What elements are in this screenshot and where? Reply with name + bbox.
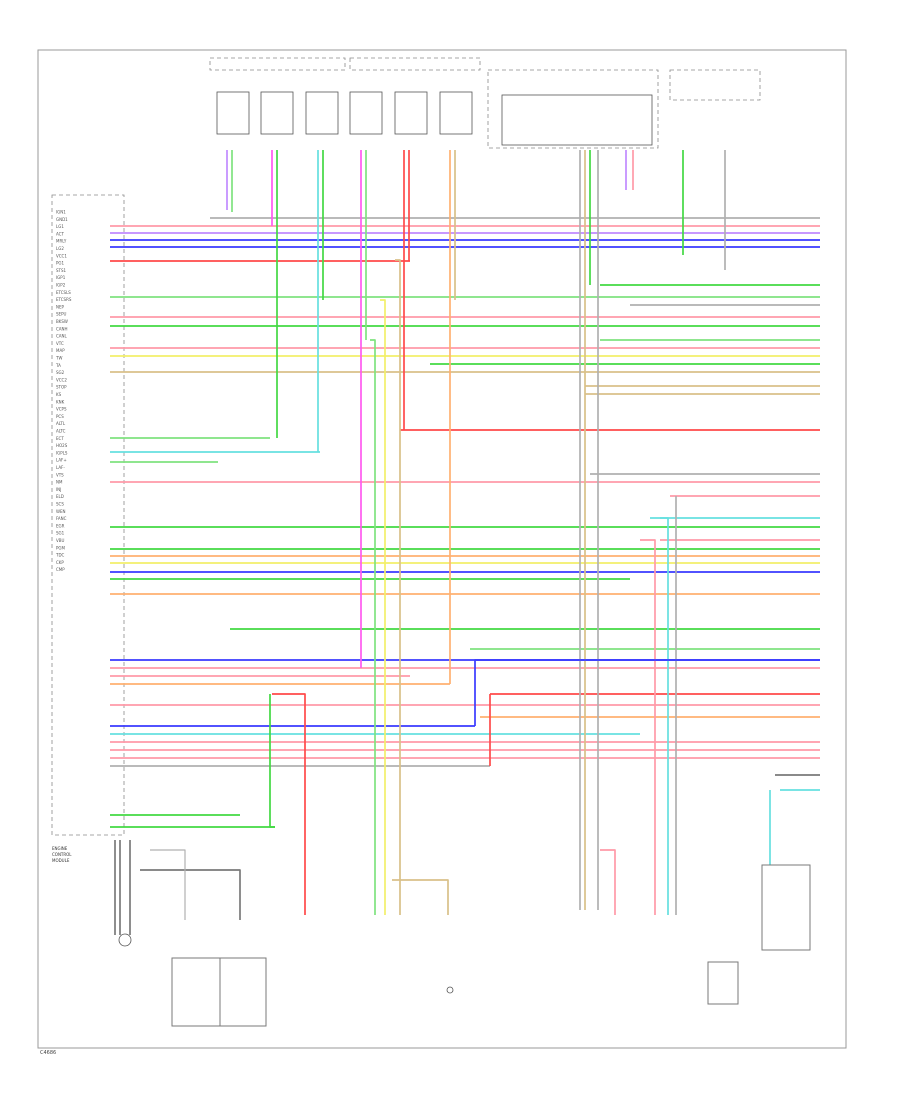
feed-wire [640,539,656,915]
ecm-pin-label: VBU [56,538,64,543]
ecm-pin-label: CKP [56,560,64,565]
ecm-pin-label: VCC2 [56,377,67,382]
ecm-pin-label: MAP [56,348,65,353]
ground-wire [140,869,241,920]
component-box-1 [171,957,223,1027]
top-connectors [209,57,761,149]
ecm-pin-label: SCS [56,502,64,507]
diagram-frame [37,49,847,1049]
ecm-pin-label: LAF+ [56,458,67,463]
ecm-pin-label: ECT [56,436,64,441]
component-box-2 [219,957,267,1027]
feed-wire [474,659,820,726]
bottom-components [118,864,811,1027]
ecm-pin-label: LG1 [56,224,64,229]
ecm-pin-label: CANL [56,334,68,339]
feed-wire [380,299,386,915]
ecm-pin-label: EGR [56,523,65,528]
ecm-pin-label: KS [56,392,62,397]
ecm-pin-label: PG1 [56,261,65,266]
ecm-pin-label: VCPS [56,407,67,412]
ecm-boundary [51,194,125,836]
component-box-3 [707,961,739,1005]
feed-wire [269,694,275,828]
ecm-pin-label: CMP [56,567,65,572]
ecm-pin-label: SG2 [56,370,65,375]
feed-wire [660,517,669,915]
module-label-line-3: MODULE [52,858,70,863]
ecm-pin-label: TDC [55,553,65,558]
feed-wire [392,879,449,915]
ecm-pin-label: WEN [56,509,65,514]
module-label-line-1: ENGINE [52,846,68,851]
wire-runs [110,150,820,935]
ecm-pin-label: IGP2 [56,283,66,288]
ecm-pin-label: NM [56,480,63,485]
connector-ring-mid [446,986,454,994]
ecm-pin-label: IGN1 [56,210,66,215]
ecm-pin-label: STS1 [56,268,67,273]
ecm-pin-label: CANH [56,326,68,331]
ecm-pin-label: FANC [56,516,67,521]
feed-wire [395,259,401,915]
ecm-pin-label: ETCSRS [56,297,72,302]
ecm-pin-label: ALTC [56,429,66,434]
ecm-pin-label: INJ [56,487,61,492]
ecm-pin-label: VTS [56,472,64,477]
ecm-pin-label: HO2S [56,443,68,448]
ecm-pin-label: GND1 [56,217,68,222]
upper-relay-connector [501,94,653,146]
ecm-pin-label: PCS [56,414,64,419]
ground-wire [150,849,186,920]
ecm-pin-label: BKSW [56,319,68,324]
feed-wire [600,849,616,915]
ecm-pin-label: STOP [56,385,67,390]
feed-wire [272,693,306,915]
ecm-pin-label: ELD [56,494,64,499]
ecm-pin-label: MRLY [56,239,67,244]
ecm-module-label: ENGINE CONTROL MODULE [52,846,72,863]
ecm-pin-label: NEP [56,304,65,309]
ecm-pin-label: ACT [56,231,64,236]
ecm-pin-label: LAF- [56,465,65,470]
ecm-pin-label: TA [55,363,61,368]
diagram-code: C4686 [40,1050,56,1056]
ecm-pin-label: ALTL [56,421,66,426]
ecm-pin-label: IGP1 [56,275,66,280]
ecm-pin-label: ETCSLS [56,290,71,295]
component-box-4 [761,864,811,951]
ecm-pin-label: VTC [56,341,64,346]
module-label-line-2: CONTROL [52,852,72,857]
ignition-coil-connectors [216,91,473,135]
ecm-pin-label: SEPU [56,312,66,317]
feed-wire [370,339,376,915]
ecm-pin-label: SG1 [56,531,65,536]
ecm-pin-label: IGPLS [56,450,68,455]
ecm-pin-label: TW [55,356,62,361]
ecm-pin-label: LG2 [56,246,64,251]
ecm-pin-label: PGM [56,545,66,550]
ecm-pin-label: VCC1 [56,253,67,258]
connector-ring-left [118,933,132,947]
ecm-pin-label: KNK [56,399,65,404]
